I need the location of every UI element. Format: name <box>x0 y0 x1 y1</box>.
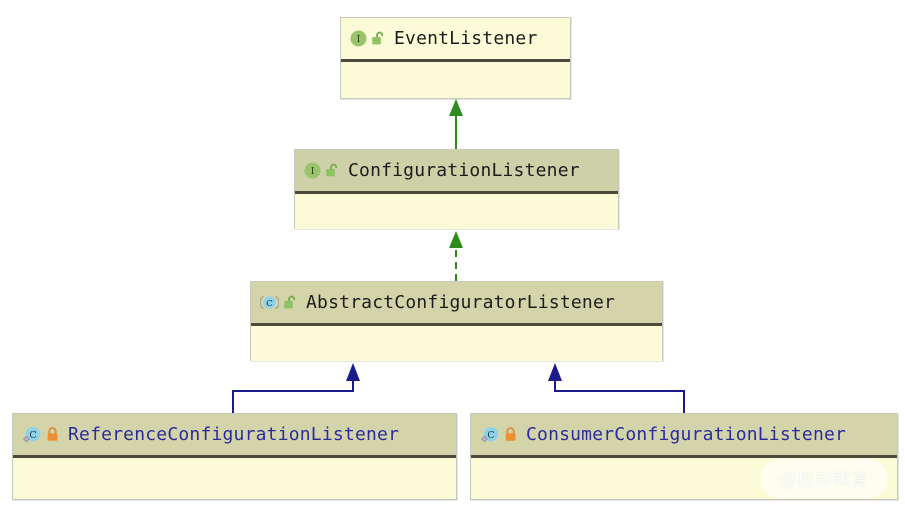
uml-node-header: I EventListener <box>341 18 570 62</box>
svg-text:C: C <box>29 429 36 440</box>
edge-abstract-to-configuration <box>449 231 463 281</box>
uml-node-title: EventListener <box>394 28 538 49</box>
class-icon: C <box>22 426 42 444</box>
uml-node-event-listener[interactable]: I EventListener <box>340 17 571 99</box>
uml-node-configuration-listener[interactable]: I ConfigurationListener <box>294 149 619 229</box>
uml-node-members-compartment <box>13 458 456 493</box>
interface-icon: I <box>304 162 321 179</box>
uml-node-header: C ConsumerConfigurationListener <box>471 414 897 458</box>
uml-node-members-compartment <box>341 62 570 97</box>
abstract-class-icon: C <box>260 294 279 311</box>
uml-node-header: C ReferenceConfigurationListener <box>13 414 456 458</box>
arrowhead-filled-triangle <box>548 363 562 381</box>
arrowhead-filled-triangle <box>449 99 463 116</box>
uml-node-title: ReferenceConfigurationListener <box>68 424 400 445</box>
watermark-label: @拉勾教育 <box>761 459 887 498</box>
uml-node-title: ConsumerConfigurationListener <box>526 424 847 445</box>
edge-reference-to-abstract <box>232 363 360 413</box>
uml-node-reference-configuration-listener[interactable]: C ReferenceConfigurationListener <box>12 413 457 500</box>
class-icon: C <box>480 426 500 444</box>
unlocked-padlock-icon <box>325 163 339 178</box>
svg-text:C: C <box>487 429 494 440</box>
uml-node-members-compartment <box>295 194 618 229</box>
arrowhead-filled-triangle <box>346 363 360 381</box>
uml-node-header: C AbstractConfiguratorListener <box>251 282 662 326</box>
uml-node-abstract-configurator-listener[interactable]: C AbstractConfiguratorListener <box>250 281 663 361</box>
uml-node-members-compartment <box>251 326 662 361</box>
uml-node-header: I ConfigurationListener <box>295 150 618 194</box>
svg-text:I: I <box>357 35 361 45</box>
svg-text:I: I <box>311 167 315 177</box>
arrowhead-filled-triangle <box>449 231 463 248</box>
unlocked-padlock-icon <box>371 31 385 46</box>
svg-text:C: C <box>266 299 273 309</box>
locked-padlock-icon <box>504 427 517 442</box>
unlocked-padlock-icon <box>283 295 297 310</box>
edge-consumer-to-abstract <box>548 363 685 413</box>
interface-icon: I <box>350 30 367 47</box>
locked-padlock-icon <box>46 427 59 442</box>
uml-node-title: AbstractConfiguratorListener <box>306 292 616 313</box>
uml-node-title: ConfigurationListener <box>348 160 580 181</box>
edge-configuration-to-event <box>449 99 463 149</box>
